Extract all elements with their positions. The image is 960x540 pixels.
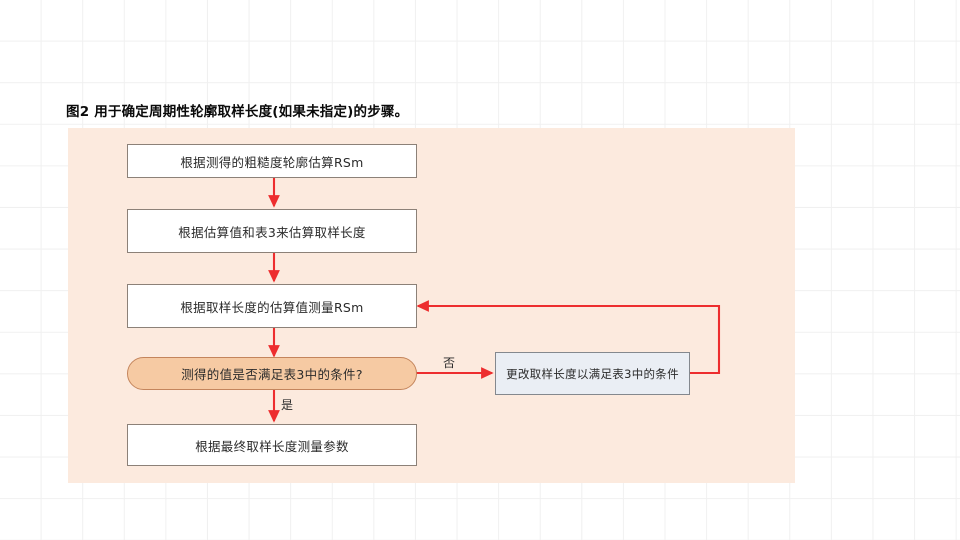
flowchart-connectors xyxy=(268,178,721,423)
node-change-length[interactable]: 更改取样长度以满足表3中的条件 xyxy=(495,352,690,395)
node-label: 更改取样长度以满足表3中的条件 xyxy=(506,366,679,381)
node-label: 根据测得的粗糙度轮廓估算RSm xyxy=(180,154,364,170)
flowchart-panel: 根据测得的粗糙度轮廓估算RSm 根据估算值和表3来估算取样长度 根据取样长度的估… xyxy=(68,128,795,483)
edge-label-yes: 是 xyxy=(281,398,294,412)
node-measure-rsm[interactable]: 根据取样长度的估算值测量RSm xyxy=(127,284,417,328)
node-estimate-rsm[interactable]: 根据测得的粗糙度轮廓估算RSm xyxy=(127,144,417,178)
node-estimate-length[interactable]: 根据估算值和表3来估算取样长度 xyxy=(127,209,417,253)
node-label: 根据估算值和表3来估算取样长度 xyxy=(178,224,366,240)
edge-label-no: 否 xyxy=(443,356,456,370)
node-label: 根据最终取样长度测量参数 xyxy=(195,438,349,454)
figure-title: 图2 用于确定周期性轮廓取样长度(如果未指定)的步骤。 xyxy=(66,104,409,120)
node-measure-parameters[interactable]: 根据最终取样长度测量参数 xyxy=(127,424,417,466)
node-check-condition[interactable]: 测得的值是否满足表3中的条件? xyxy=(127,357,417,390)
node-label: 根据取样长度的估算值测量RSm xyxy=(180,299,364,315)
node-label: 测得的值是否满足表3中的条件? xyxy=(181,367,363,382)
